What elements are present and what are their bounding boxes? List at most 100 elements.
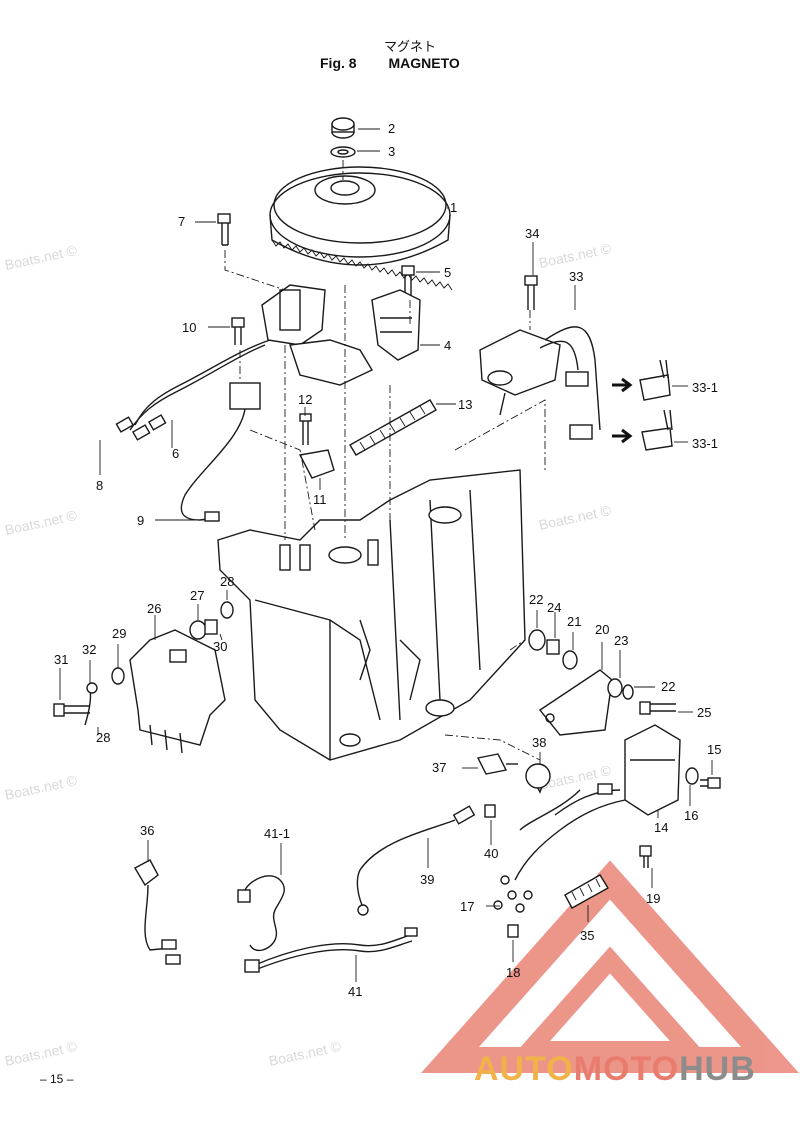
collar-30	[204, 619, 218, 635]
callout-41-1: 41-1	[264, 826, 290, 841]
callout-37: 37	[432, 760, 446, 775]
grommet-27	[189, 620, 207, 640]
callout-labels: 1 2 3 4 5 6 7 8 9 10 11 12 13 14 15 16 1…	[54, 121, 721, 999]
lead-wire-39	[356, 805, 476, 916]
brand-wordmark: AUTOMOTOHUB	[474, 1050, 756, 1089]
callout-31: 31	[54, 652, 68, 667]
tube-35	[564, 874, 609, 909]
brand-logo-triangle	[421, 860, 799, 1073]
figure-number: Fig. 8	[320, 55, 357, 71]
flywheel-nut	[331, 117, 355, 139]
washer-21	[562, 650, 578, 670]
callout-2: 2	[388, 121, 395, 136]
leader-lines	[59, 128, 713, 982]
ground-lead-32	[84, 682, 98, 726]
callout-15: 15	[707, 742, 721, 757]
callout-22b: 22	[661, 679, 675, 694]
bolt-34	[524, 275, 538, 310]
clamp-11	[298, 449, 335, 479]
grommet-22	[528, 629, 546, 651]
callout-30: 30	[213, 639, 227, 654]
callout-29: 29	[112, 626, 126, 641]
brand-part-auto: AUTO	[474, 1050, 574, 1088]
callout-36: 36	[140, 823, 154, 838]
callout-38: 38	[532, 735, 546, 750]
washer-22-right	[622, 684, 634, 700]
cdi-unit-14	[624, 724, 681, 816]
washer-28-top	[220, 601, 234, 619]
callout-16: 16	[684, 808, 698, 823]
charge-coil	[261, 284, 373, 386]
protector-tube-13	[349, 399, 437, 456]
bolt-25	[639, 701, 676, 715]
callout-35: 35	[580, 928, 594, 943]
bolt-15	[700, 777, 721, 789]
callout-5: 5	[444, 265, 451, 280]
bolt-7	[217, 213, 231, 246]
watermark: Boats.net ©	[3, 507, 79, 538]
callout-32: 32	[82, 642, 96, 657]
callout-39: 39	[420, 872, 434, 887]
washer-16	[685, 767, 699, 785]
plug-cap-33-1-lower	[641, 409, 673, 451]
callout-8: 8	[96, 478, 103, 493]
callout-7: 7	[178, 214, 185, 229]
watermark: Boats.net ©	[3, 772, 79, 803]
engine-block	[217, 469, 526, 761]
bolt-31	[53, 703, 90, 717]
plug-cap-33-1-upper	[639, 359, 671, 401]
watermark: Boats.net ©	[537, 502, 613, 533]
cap-40	[484, 804, 496, 818]
callout-20: 20	[595, 622, 609, 637]
callout-12: 12	[298, 392, 312, 407]
callout-3: 3	[388, 144, 395, 159]
collar-24	[546, 639, 560, 655]
figure-name: MAGNETO	[388, 55, 460, 71]
bolt-10	[231, 317, 245, 345]
callout-6: 6	[172, 446, 179, 461]
ignition-coil-4	[371, 289, 421, 361]
bracket-26	[129, 629, 226, 754]
bolt-19	[639, 845, 652, 868]
brand-part-hub: HUB	[679, 1050, 756, 1088]
callout-4: 4	[444, 338, 451, 353]
callout-22: 22	[529, 592, 543, 607]
figure-title: Fig. 8 MAGNETO	[320, 55, 460, 71]
main-harness-17	[493, 783, 626, 913]
callout-26: 26	[147, 601, 161, 616]
callout-33: 33	[569, 269, 583, 284]
callout-25: 25	[697, 705, 711, 720]
callout-27: 27	[190, 588, 204, 603]
harness-41	[244, 927, 418, 973]
watermark: Boats.net ©	[267, 1038, 343, 1069]
connector-18	[507, 924, 519, 938]
bracket-20	[538, 669, 613, 736]
page-number: – 15 –	[40, 1072, 74, 1086]
grommet-23	[607, 678, 623, 698]
watermark: Boats.net ©	[537, 240, 613, 271]
screw-12	[299, 413, 312, 445]
callout-41: 41	[348, 984, 362, 999]
callout-13: 13	[458, 397, 472, 412]
callout-9: 9	[137, 513, 144, 528]
callout-34: 34	[525, 226, 539, 241]
callout-21: 21	[567, 614, 581, 629]
callout-18: 18	[506, 965, 520, 980]
callout-33-1-upper: 33-1	[692, 380, 718, 395]
ignition-coil-33	[479, 326, 601, 440]
callout-17: 17	[460, 899, 474, 914]
callout-28: 28	[220, 574, 234, 589]
callout-40: 40	[484, 846, 498, 861]
brand-part-moto: MOTO	[573, 1050, 680, 1088]
coiled-lead-41-1	[237, 875, 285, 952]
callout-14: 14	[654, 820, 668, 835]
stop-switch-lead-36	[134, 859, 181, 965]
plug-38	[525, 763, 551, 794]
callout-11: 11	[313, 492, 327, 507]
wire-harness-6	[115, 339, 271, 441]
callout-23: 23	[614, 633, 628, 648]
callout-33-1-lower: 33-1	[692, 436, 718, 451]
callout-10: 10	[182, 320, 196, 335]
spark-plug-37	[476, 753, 518, 775]
